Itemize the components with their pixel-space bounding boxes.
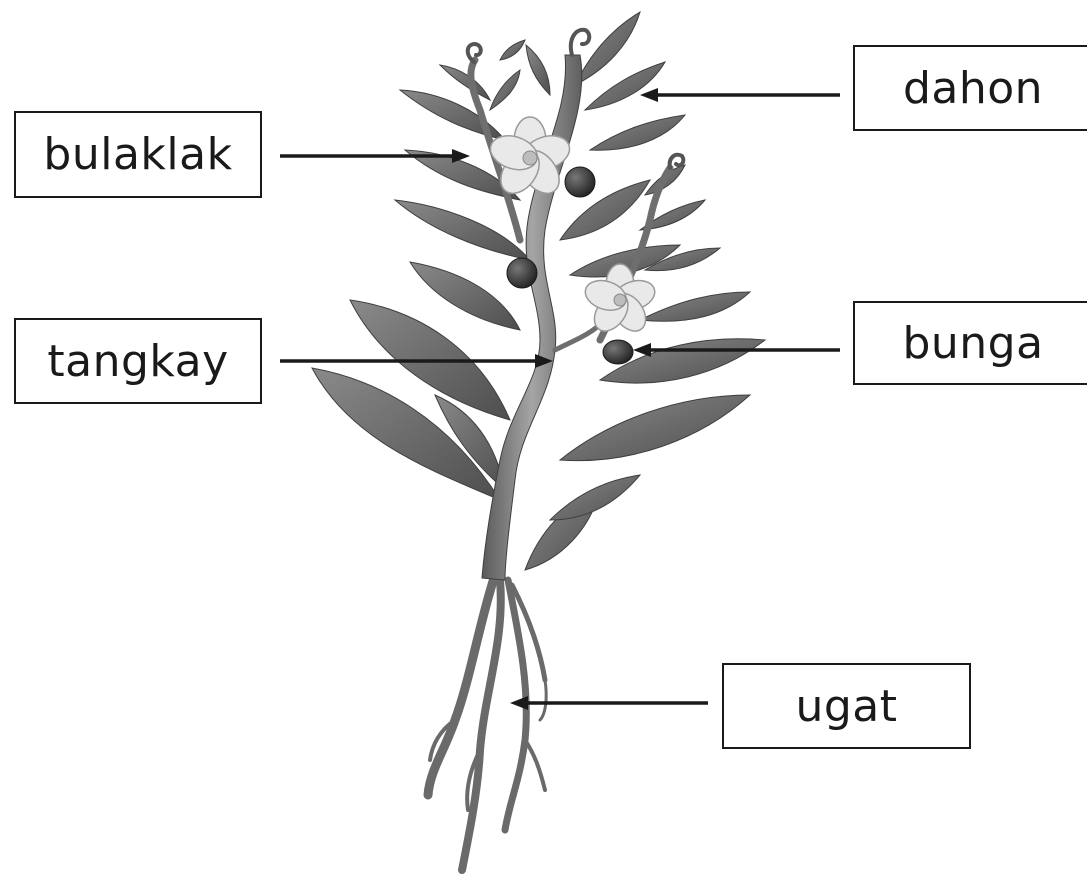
label-dahon-text: dahon bbox=[903, 63, 1043, 114]
label-dahon: dahon bbox=[853, 45, 1087, 131]
fruit-icon bbox=[507, 258, 537, 288]
label-bulaklak-text: bulaklak bbox=[43, 129, 232, 180]
tendril bbox=[670, 155, 684, 168]
label-ugat-text: ugat bbox=[795, 681, 897, 732]
arrowhead-icon bbox=[510, 696, 528, 710]
leaf bbox=[640, 292, 750, 321]
leaf bbox=[410, 262, 520, 330]
tendril bbox=[571, 30, 589, 55]
arrowhead-icon bbox=[633, 343, 651, 357]
leaf bbox=[575, 12, 640, 85]
fruit-icon bbox=[603, 340, 633, 364]
leaf bbox=[526, 45, 550, 95]
root bbox=[428, 575, 495, 795]
leaf bbox=[560, 395, 750, 461]
root bbox=[525, 740, 545, 790]
label-bunga-text: bunga bbox=[902, 318, 1043, 369]
leaf bbox=[500, 40, 525, 60]
label-bulaklak: bulaklak bbox=[14, 111, 262, 198]
leaf bbox=[550, 475, 640, 520]
leaf bbox=[590, 115, 685, 150]
roots-group bbox=[428, 575, 546, 870]
arrowhead-icon bbox=[640, 88, 658, 102]
root bbox=[540, 680, 546, 720]
leaf bbox=[440, 65, 490, 100]
fruit-icon bbox=[565, 167, 595, 197]
label-ugat: ugat bbox=[722, 663, 971, 749]
leaf bbox=[490, 70, 520, 110]
label-tangkay-text: tangkay bbox=[47, 336, 228, 387]
label-bunga: bunga bbox=[853, 301, 1087, 385]
label-tangkay: tangkay bbox=[14, 318, 262, 404]
